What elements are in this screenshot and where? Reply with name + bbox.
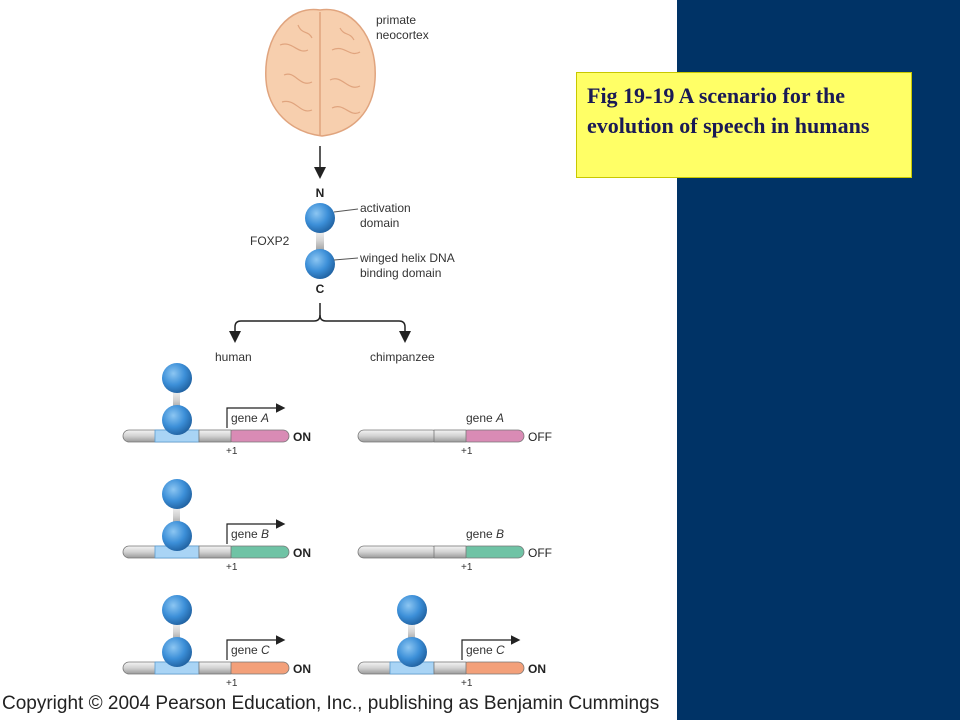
gene-region — [461, 545, 525, 559]
plus-one-label: +1 — [226, 562, 238, 573]
dna-strand — [433, 661, 467, 675]
dna-binding-label-2: binding domain — [360, 266, 441, 280]
copyright-notice: Copyright © 2004 Pearson Education, Inc.… — [2, 693, 660, 714]
dna-strand — [433, 429, 467, 443]
gene-label: gene B — [466, 527, 504, 541]
gene-region — [226, 429, 290, 443]
gene-region — [461, 661, 525, 675]
foxp2-binding-sphere — [397, 637, 427, 667]
chimpanzee-gene-construct-2: gene B +1 OFF — [357, 527, 552, 573]
human-label: human — [215, 350, 252, 364]
brain-label-2: neocortex — [376, 28, 429, 42]
plus-one-label: +1 — [226, 446, 238, 457]
foxp2-activation-sphere — [397, 595, 427, 625]
n-terminus-label: N — [316, 186, 325, 200]
expression-state-off: OFF — [528, 546, 552, 560]
foxp2-activation-sphere — [162, 479, 192, 509]
transcription-arrow — [226, 635, 286, 660]
foxp2-activation-sphere — [162, 595, 192, 625]
foxp2-activation-sphere — [162, 363, 192, 393]
foxp2-binding-sphere — [162, 637, 192, 667]
expression-state-on: ON — [293, 430, 311, 444]
expression-state-on: ON — [528, 662, 546, 676]
transcription-arrow — [461, 635, 521, 660]
gene-label: gene B — [231, 527, 269, 541]
dna-strand — [357, 429, 439, 443]
gene-region — [226, 545, 290, 559]
human-gene-construct-2: gene B +1 ON — [122, 479, 311, 573]
protein-name-label: FOXP2 — [250, 234, 290, 248]
dna-strand — [433, 545, 467, 559]
expression-state-on: ON — [293, 662, 311, 676]
activation-domain-sphere — [305, 203, 335, 233]
expression-state-on: ON — [293, 546, 311, 560]
brain-label-1: primate — [376, 13, 416, 27]
protein-linker — [173, 622, 180, 642]
gene-label: gene C — [466, 643, 505, 657]
protein-linker — [173, 506, 180, 526]
branch-chimpanzee — [319, 314, 411, 343]
slide-title: Fig 19-19 A scenario for the evolution o… — [576, 72, 912, 178]
dna-binding-domain-sphere — [305, 249, 335, 279]
foxp2-binding-sphere — [162, 405, 192, 435]
transcription-arrow — [226, 403, 286, 428]
activation-leader-line — [333, 208, 359, 213]
gene-region — [226, 661, 290, 675]
transcription-arrow — [226, 519, 286, 544]
c-terminus-label: C — [316, 282, 325, 296]
dna-strand — [198, 545, 232, 559]
plus-one-label: +1 — [461, 446, 473, 457]
dna-strand — [357, 545, 439, 559]
activation-label-1: activation — [360, 201, 411, 215]
plus-one-label: +1 — [226, 678, 238, 689]
protein-linker — [173, 390, 180, 410]
dna-strand — [198, 429, 232, 443]
plus-one-label: +1 — [461, 678, 473, 689]
gene-label: gene A — [466, 411, 504, 425]
human-gene-construct-3: gene C +1 ON — [122, 595, 311, 689]
branch-human — [229, 303, 321, 343]
chimpanzee-gene-construct-1: gene A +1 OFF — [357, 411, 552, 457]
foxp2-binding-sphere — [162, 521, 192, 551]
protein-linker — [408, 622, 415, 642]
human-gene-construct-1: gene A +1 ON — [122, 363, 311, 457]
dna-binding-leader-line — [333, 257, 359, 261]
plus-one-label: +1 — [461, 562, 473, 573]
gene-region — [461, 429, 525, 443]
foxp2-diagram: primate neocortex N C FOXP2 activation d… — [122, 8, 552, 689]
chimpanzee-label: chimpanzee — [370, 350, 435, 364]
brain-illustration — [265, 8, 376, 137]
activation-label-2: domain — [360, 216, 399, 230]
expression-state-off: OFF — [528, 430, 552, 444]
chimpanzee-gene-construct-3: gene C +1 ON — [357, 595, 546, 689]
gene-label: gene C — [231, 643, 270, 657]
protein-linker — [316, 230, 324, 252]
dna-binding-label-1: winged helix DNA — [359, 251, 455, 265]
dna-strand — [198, 661, 232, 675]
gene-label: gene A — [231, 411, 269, 425]
